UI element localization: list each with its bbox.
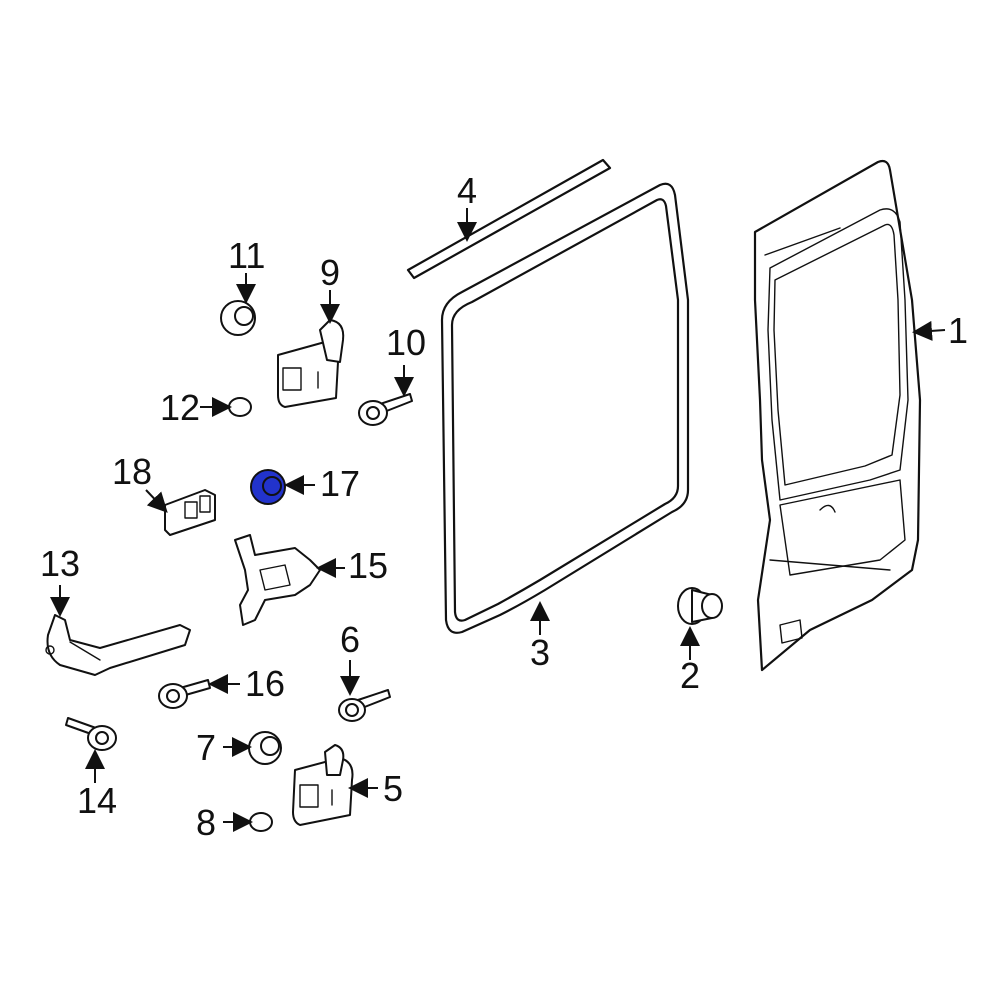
callout-6: 6 <box>340 619 360 660</box>
part-11-nut[interactable] <box>220 300 256 336</box>
callout-18: 18 <box>112 451 152 492</box>
callout-10: 10 <box>386 322 426 363</box>
part-3-weatherstrip[interactable] <box>440 182 690 634</box>
part-8-cap[interactable] <box>249 812 273 832</box>
callout-1: 1 <box>948 310 968 351</box>
part-9-hinge-upper[interactable] <box>277 319 345 408</box>
part-5-hinge-lower[interactable] <box>292 744 354 826</box>
callout-16: 16 <box>245 663 285 704</box>
callout-3: 3 <box>530 632 550 673</box>
callout-4: 4 <box>457 170 477 211</box>
callout-7: 7 <box>196 727 216 768</box>
part-1-door-shell[interactable] <box>753 159 922 672</box>
part-13-check-arm[interactable] <box>45 614 191 676</box>
callout-15: 15 <box>348 545 388 586</box>
part-15-striker-bracket[interactable] <box>234 534 321 626</box>
callout-11: 11 <box>228 235 265 276</box>
part-7-nut[interactable] <box>248 731 282 765</box>
callout-14: 14 <box>77 780 117 821</box>
part-6-bolt[interactable] <box>338 689 391 722</box>
part-10-bolt[interactable] <box>358 393 413 426</box>
callout-17: 17 <box>320 463 360 504</box>
callout-13: 13 <box>40 543 80 584</box>
callout-5: 5 <box>383 768 403 809</box>
part-2-grommet[interactable] <box>677 587 723 625</box>
callout-9: 9 <box>320 252 340 293</box>
part-16-bolt[interactable] <box>158 679 211 709</box>
callout-12: 12 <box>160 387 200 428</box>
part-4-molding-strip[interactable] <box>406 158 612 280</box>
callout-2: 2 <box>680 655 700 696</box>
part-18-bracket-plate[interactable] <box>164 489 216 536</box>
part-14-bolt[interactable] <box>65 717 117 751</box>
callout-labels: 1 2 3 4 5 6 7 8 9 10 11 12 13 14 15 16 1… <box>40 170 968 843</box>
callout-8: 8 <box>196 802 216 843</box>
part-17-nut-highlighted[interactable] <box>250 469 286 505</box>
leader-lines <box>50 208 946 832</box>
part-12-cap[interactable] <box>228 397 252 417</box>
